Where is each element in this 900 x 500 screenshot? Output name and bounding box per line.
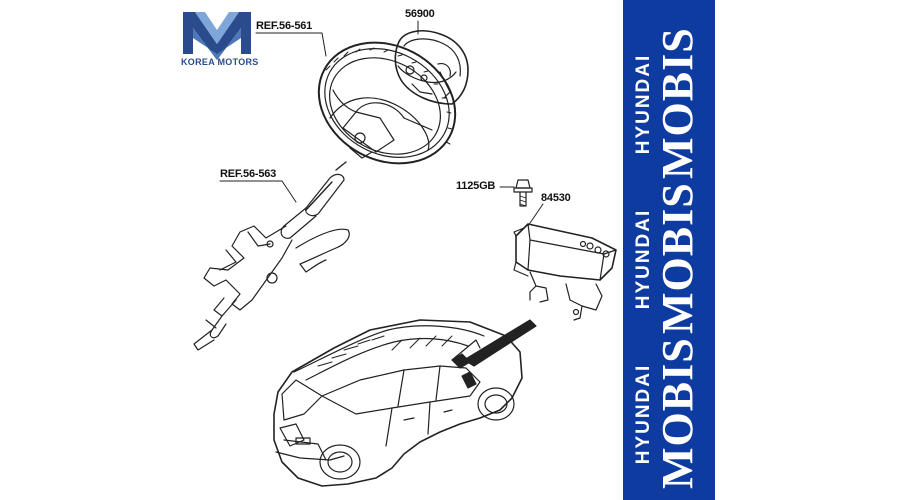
vehicle-drawing bbox=[273, 319, 537, 487]
label-ref-steering-column: REF.56-563 bbox=[220, 168, 277, 180]
logo-text: KOREA MOTORS bbox=[181, 57, 259, 67]
label-ref-steering-wheel: REF.56-561 bbox=[256, 20, 313, 32]
steering-wheel-drawing bbox=[317, 41, 457, 165]
label-passenger-airbag: 84530 bbox=[541, 192, 571, 204]
brand-hyundai-text: HYUNDAI bbox=[633, 53, 654, 155]
driver-airbag-drawing bbox=[394, 30, 469, 105]
brand-mobis-text: MOBIS bbox=[653, 27, 702, 179]
label-bolt: 1125GB bbox=[456, 180, 496, 192]
steering-column-drawing bbox=[193, 161, 350, 351]
label-driver-airbag: 56900 bbox=[405, 8, 435, 20]
brand-mobis-text: MOBIS bbox=[653, 182, 702, 334]
korea-motors-logo-icon bbox=[183, 12, 251, 60]
bolt-drawing bbox=[513, 179, 533, 207]
brand-hyundai-text: HYUNDAI bbox=[633, 208, 654, 310]
leader-lines bbox=[219, 20, 544, 227]
hyundai-mobis-brand-panel: HYUNDAI MOBIS HYUNDAI MOBIS HYUNDAI MOBI… bbox=[623, 0, 715, 500]
brand-block: HYUNDAI MOBIS bbox=[623, 182, 715, 334]
brand-block: HYUNDAI MOBIS bbox=[623, 27, 715, 179]
passenger-airbag-drawing bbox=[513, 223, 617, 321]
brand-hyundai-text: HYUNDAI bbox=[633, 363, 654, 465]
brand-block: HYUNDAI MOBIS bbox=[623, 337, 715, 489]
brand-mobis-text: MOBIS bbox=[653, 337, 702, 489]
